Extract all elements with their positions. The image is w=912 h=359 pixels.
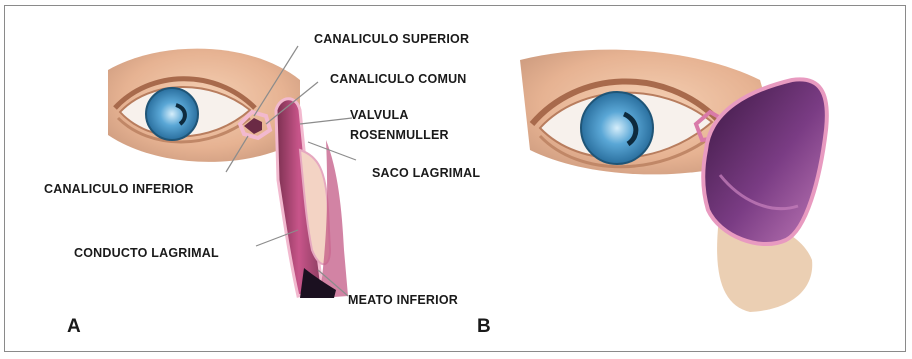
- label-saco-lagrimal: SACO LAGRIMAL: [372, 166, 480, 180]
- panel-a-eye: [108, 49, 300, 162]
- panel-a-lacrimal-system: [240, 99, 348, 298]
- label-valvula-line2: ROSENMULLER: [350, 128, 449, 142]
- label-conducto-lagrimal: CONDUCTO LAGRIMAL: [74, 246, 219, 260]
- label-valvula-line1: VALVULA: [350, 108, 409, 122]
- label-canaliculo-inferior: CANALICULO INFERIOR: [44, 182, 194, 196]
- panel-label-b: B: [477, 316, 491, 338]
- label-canaliculo-comun: CANALICULO COMUN: [330, 72, 467, 86]
- panel-label-a: A: [67, 316, 81, 338]
- panel-b-lacrimal-sac: [696, 79, 827, 312]
- label-meato-inferior: MEATO INFERIOR: [348, 293, 458, 307]
- label-canaliculo-superior: CANALICULO SUPERIOR: [314, 32, 469, 46]
